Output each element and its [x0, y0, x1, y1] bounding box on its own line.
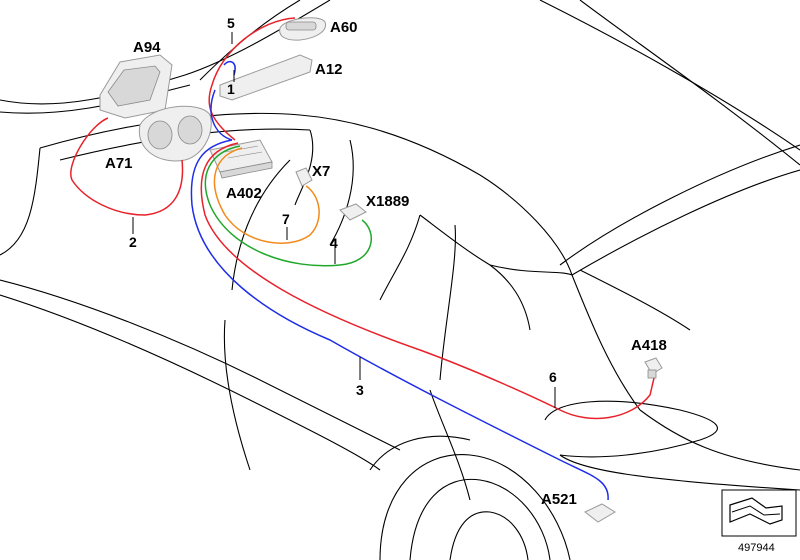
wire-6: [200, 142, 655, 420]
wire-number-2: 2: [129, 234, 137, 250]
label-a12: A12: [315, 61, 343, 78]
label-a418: A418: [631, 337, 667, 354]
wire-3: [190, 89, 609, 501]
wire-number-4: 4: [330, 235, 338, 251]
a521-module-component: [584, 503, 616, 523]
label-x7: X7: [312, 163, 330, 180]
reference-box: 497944: [721, 489, 797, 554]
x7-connector-component: [295, 167, 313, 187]
wire-5: [208, 17, 296, 141]
a71-cluster-component: [138, 105, 212, 162]
wire-1: [223, 60, 236, 76]
wire-number-1: 1: [227, 81, 235, 97]
label-a71: A71: [105, 155, 133, 172]
a94-hud-component: [99, 54, 173, 119]
wire-number-5: 5: [227, 15, 235, 31]
a402-control-unit-component: [209, 139, 273, 179]
wire-number-7: 7: [282, 211, 290, 227]
label-a402: A402: [226, 185, 262, 202]
label-a60: A60: [330, 19, 358, 36]
wire-number-6: 6: [549, 369, 557, 385]
a60-mirror-component: [279, 17, 327, 41]
wire-4: [204, 145, 372, 267]
wire-7: [213, 147, 320, 244]
label-a94: A94: [133, 39, 161, 56]
wire-number-3: 3: [356, 382, 364, 398]
wire-2: [70, 117, 184, 216]
leader-lines: [132, 32, 556, 408]
label-a521: A521: [541, 491, 577, 508]
label-x1889: X1889: [366, 193, 409, 210]
reference-number: 497944: [738, 542, 775, 554]
a418-sensor-component: [644, 357, 663, 379]
a12-panel-component: [219, 54, 313, 101]
orientation-arrow-icon: [729, 497, 783, 525]
x1889-connector-component: [339, 203, 367, 221]
